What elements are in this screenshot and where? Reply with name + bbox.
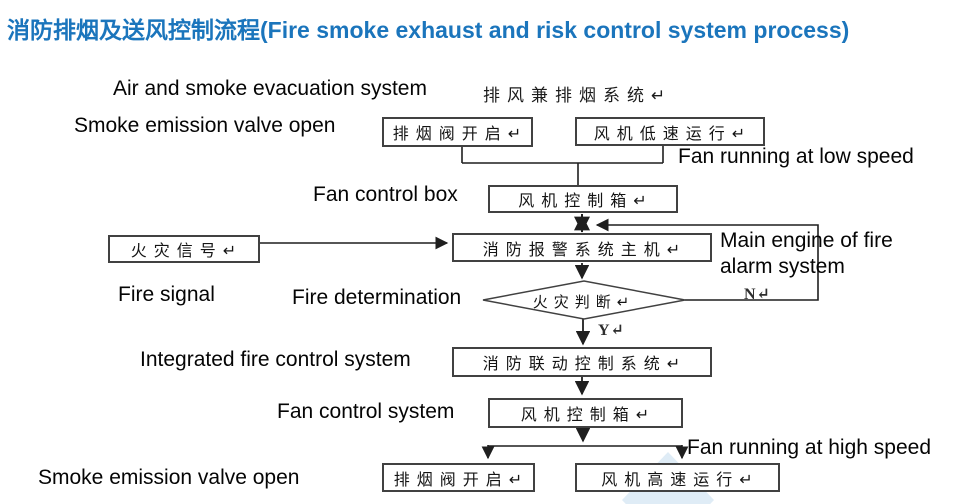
label-smoke-valve-open-bottom: Smoke emission valve open — [38, 466, 300, 489]
node-smoke-valve-open-bottom: 排烟阀开启↵ — [382, 463, 535, 492]
node-linkage-control: 消防联动控制系统↵ — [452, 347, 712, 377]
label-fan-low-speed: Fan running at low speed — [678, 145, 914, 168]
label-fan-control-system: Fan control system — [277, 400, 455, 423]
label-main-engine: Main engine of fire alarm system — [720, 229, 893, 278]
node-fire-signal: 火灾信号↵ — [108, 235, 260, 263]
node-fan-control-box-top: 风机控制箱↵ — [488, 185, 678, 213]
label-integrated-fire-control: Integrated fire control system — [140, 348, 411, 371]
decision-diamond-label: 火灾判断↵ — [532, 294, 636, 311]
node-fan-low-speed-run: 风机低速运行↵ — [575, 117, 765, 146]
label-fan-high-speed: Fan running at high speed — [687, 436, 932, 459]
node-smoke-valve-open-top: 排烟阀开启↵ — [382, 117, 533, 147]
node-fan-control-box-bottom: 风机控制箱↵ — [488, 398, 683, 428]
node-fan-high-speed-run: 风机高速运行↵ — [575, 463, 780, 492]
label-evac-system-cn: 排风兼排烟系统↵ — [483, 86, 673, 105]
label-fire-signal: Fire signal — [118, 283, 215, 306]
node-fire-alarm-main: 消防报警系统主机↵ — [452, 233, 712, 262]
line-top-boxes-to-fan-control — [461, 146, 664, 185]
decision-diamond — [482, 280, 686, 320]
label-air-smoke-evacuation: Air and smoke evacuation system — [113, 77, 427, 100]
label-yes: Y↵ — [598, 322, 625, 339]
label-fan-control-box: Fan control box — [313, 183, 458, 206]
label-fire-determination: Fire determination — [292, 286, 462, 309]
label-smoke-valve-open-top: Smoke emission valve open — [74, 114, 336, 137]
page-title: 消防排烟及送风控制流程(Fire smoke exhaust and risk … — [7, 17, 850, 43]
label-no: N↵ — [744, 286, 771, 303]
line-no-feedback-loop — [595, 218, 819, 301]
